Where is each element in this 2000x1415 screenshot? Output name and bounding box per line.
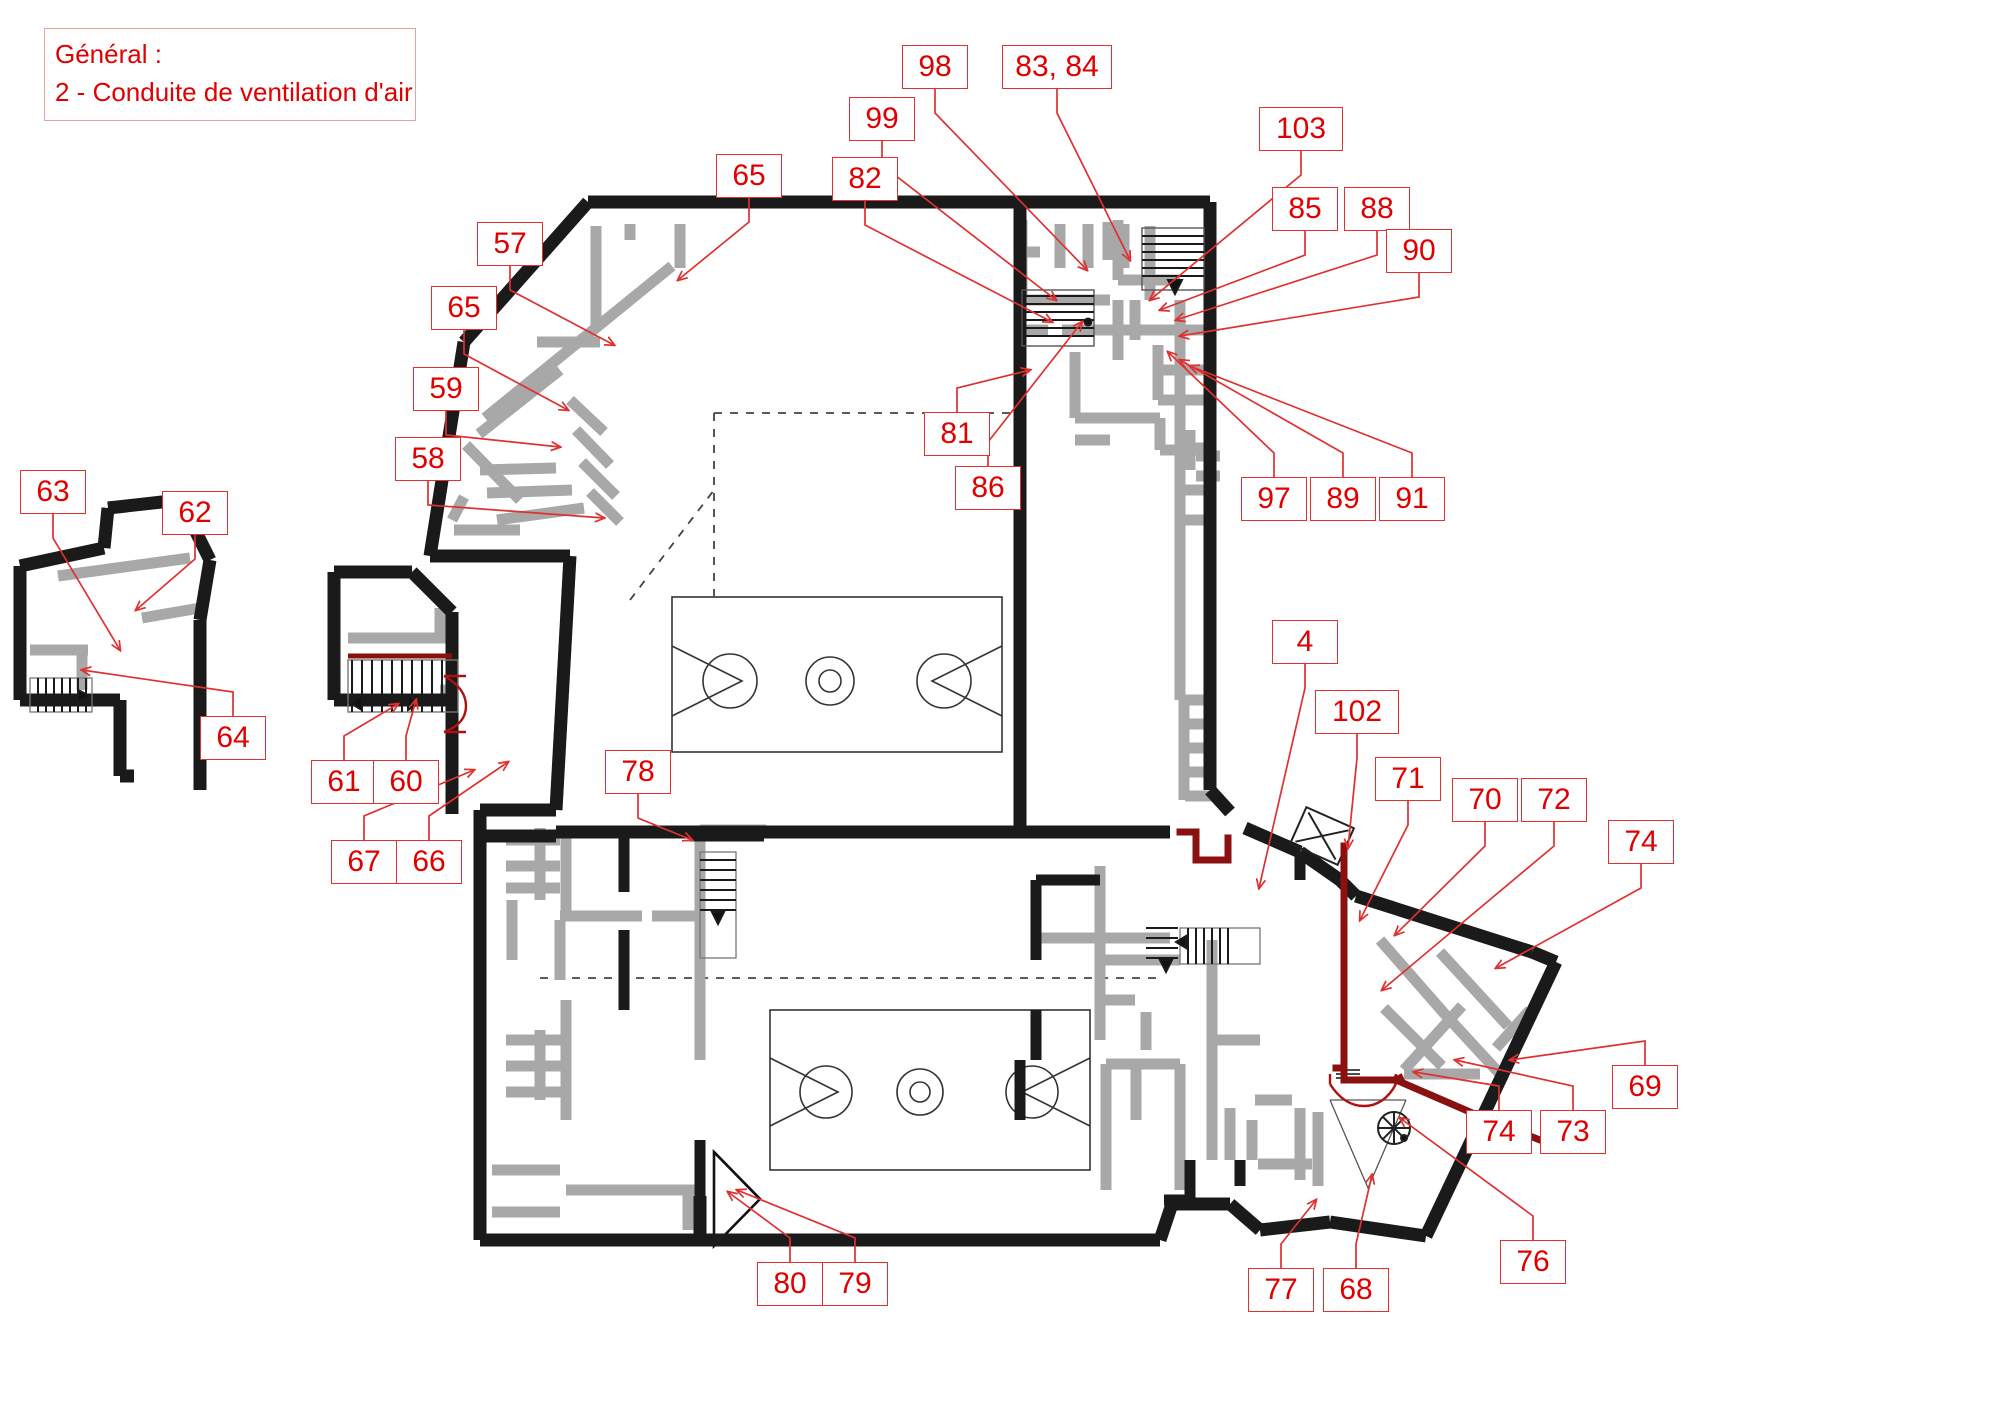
leader-86 xyxy=(987,322,1082,466)
leader-65a xyxy=(678,198,750,280)
leader-79 xyxy=(737,1190,856,1262)
callout-74b[interactable]: 74 xyxy=(1466,1110,1532,1154)
stairs-upper-centre xyxy=(1021,289,1095,347)
interior-stubs xyxy=(618,830,1306,1206)
leader-73 xyxy=(1455,1060,1574,1110)
leader-58 xyxy=(427,481,604,518)
leader-83,84 xyxy=(1056,89,1130,260)
leader-59 xyxy=(445,411,560,447)
leader-78 xyxy=(637,794,692,840)
leader-65b xyxy=(463,330,568,410)
leader-60 xyxy=(405,700,416,760)
leader-63 xyxy=(52,514,120,650)
leader-85 xyxy=(1160,231,1306,310)
callout-73[interactable]: 73 xyxy=(1540,1110,1606,1154)
callout-80[interactable]: 80 xyxy=(757,1262,823,1306)
callout-71[interactable]: 71 xyxy=(1375,757,1441,801)
leader-88 xyxy=(1176,231,1378,320)
callout-97[interactable]: 97 xyxy=(1241,477,1307,521)
leader-89 xyxy=(1180,360,1344,477)
callout-103[interactable]: 103 xyxy=(1259,107,1343,151)
callout-57[interactable]: 57 xyxy=(477,222,543,266)
callout-65a[interactable]: 65 xyxy=(716,154,782,198)
door-swing-left-block xyxy=(443,674,468,734)
callout-91[interactable]: 91 xyxy=(1379,477,1445,521)
callout-59[interactable]: 59 xyxy=(413,367,479,411)
callout-99[interactable]: 99 xyxy=(849,97,915,141)
stairs-lower-left xyxy=(699,851,737,959)
callout-74a[interactable]: 74 xyxy=(1608,820,1674,864)
entry-canopy xyxy=(712,1148,762,1250)
callout-72[interactable]: 72 xyxy=(1521,778,1587,822)
leader-61 xyxy=(343,704,398,760)
callout-66[interactable]: 66 xyxy=(396,840,462,884)
leader-70 xyxy=(1395,822,1486,935)
callout-81[interactable]: 81 xyxy=(924,412,990,456)
callout-68[interactable]: 68 xyxy=(1323,1268,1389,1312)
leader-74b xyxy=(1414,1072,1500,1110)
callout-82[interactable]: 82 xyxy=(832,157,898,201)
leader-102 xyxy=(1348,734,1358,848)
callout-63[interactable]: 63 xyxy=(20,470,86,514)
leader-91 xyxy=(1190,366,1413,477)
callout-77[interactable]: 77 xyxy=(1248,1268,1314,1312)
leader-66 xyxy=(428,762,508,840)
callout-90[interactable]: 90 xyxy=(1386,229,1452,273)
callout-60[interactable]: 60 xyxy=(373,760,439,804)
callout-102[interactable]: 102 xyxy=(1315,690,1399,734)
callout-86[interactable]: 86 xyxy=(955,466,1021,510)
leader-69 xyxy=(1510,1040,1646,1065)
stairs-upper-right xyxy=(1141,227,1205,297)
leader-64 xyxy=(82,670,234,716)
callout-78[interactable]: 78 xyxy=(605,750,671,794)
title-block: Général : 2 - Conduite de ventilation d'… xyxy=(44,28,416,122)
leader-97 xyxy=(1168,352,1275,477)
leader-98 xyxy=(934,89,1087,270)
leader-74a xyxy=(1496,864,1642,968)
sports-court-upper xyxy=(671,596,1003,753)
callout-67[interactable]: 67 xyxy=(331,840,397,884)
callout-61[interactable]: 61 xyxy=(311,760,377,804)
callout-79[interactable]: 79 xyxy=(822,1262,888,1306)
callout-65b[interactable]: 65 xyxy=(431,286,497,330)
leader-82 xyxy=(864,201,1052,322)
dashed-guides xyxy=(540,412,1160,979)
leader-76 xyxy=(1400,1118,1534,1240)
leader-62 xyxy=(136,535,196,610)
leader-68 xyxy=(1355,1175,1372,1268)
callout-58[interactable]: 58 xyxy=(395,437,461,481)
leader-72 xyxy=(1382,822,1555,990)
leader-57 xyxy=(509,266,614,345)
stairs-detached-block xyxy=(29,677,93,713)
leader-103 xyxy=(1150,151,1302,300)
leader-71 xyxy=(1360,801,1409,920)
leader-90 xyxy=(1180,273,1420,336)
callout-85[interactable]: 85 xyxy=(1272,187,1338,231)
leader-80 xyxy=(728,1192,791,1262)
stairs-mid-right xyxy=(1146,927,1178,975)
callout-88[interactable]: 88 xyxy=(1344,187,1410,231)
leader-4 xyxy=(1259,664,1306,888)
callout-70[interactable]: 70 xyxy=(1452,778,1518,822)
callout-89[interactable]: 89 xyxy=(1310,477,1376,521)
callout-76[interactable]: 76 xyxy=(1500,1240,1566,1284)
callout-98[interactable]: 98 xyxy=(902,45,968,89)
leader-81 xyxy=(956,370,1030,412)
stairs-lower-right xyxy=(1174,927,1261,965)
callout-4[interactable]: 4 xyxy=(1272,620,1338,664)
fan-symbol xyxy=(1377,1111,1411,1145)
callout-83,84[interactable]: 83, 84 xyxy=(1002,45,1112,89)
sports-court-lower xyxy=(769,1009,1091,1171)
callout-64[interactable]: 64 xyxy=(200,716,266,760)
leader-lines xyxy=(52,89,1646,1268)
leader-99 xyxy=(881,141,1056,300)
leader-77 xyxy=(1280,1200,1316,1268)
callout-62[interactable]: 62 xyxy=(162,491,228,535)
callout-69[interactable]: 69 xyxy=(1612,1065,1678,1109)
